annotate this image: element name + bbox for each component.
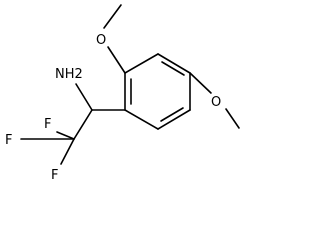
benzene-ring — [124, 53, 191, 130]
bond-ring-oxygen-para — [189, 72, 212, 94]
bond-chiral-carbon-nitrogen — [75, 83, 93, 111]
ring-bond-2 — [157, 53, 191, 74]
trifluoroethylamine-side-chain: NH2 F F F — [5, 67, 126, 183]
bond-oxygen-methyl-upper — [103, 4, 122, 29]
oxygen-label-para: O — [211, 95, 221, 110]
oxygen-label-upper: O — [96, 33, 106, 48]
bond-cf3-fluorine-bottom — [60, 138, 75, 165]
amine-label: NH2 — [55, 67, 83, 82]
ring-double-bond-2 — [160, 107, 184, 122]
ring-double-bond-1 — [161, 61, 185, 76]
ring-bond-4 — [157, 109, 191, 130]
ring-bond-5 — [124, 109, 159, 130]
methoxy-group-para: O — [189, 72, 240, 129]
fluorine-label-left: F — [5, 133, 12, 148]
ring-bond-1 — [124, 53, 159, 74]
bond-oxygen-methyl-para — [225, 108, 240, 129]
structure-diagram: O O NH2 F F F — [5, 4, 240, 183]
fluorine-label-top: F — [44, 117, 51, 132]
bond-ring-oxygen-upper — [107, 46, 126, 74]
fluorine-label-bottom: F — [51, 168, 58, 183]
bond-cf3-fluorine-top — [56, 131, 75, 140]
bond-chiral-carbon-cf3 — [73, 109, 93, 140]
methoxy-group-upper: O — [96, 4, 126, 74]
